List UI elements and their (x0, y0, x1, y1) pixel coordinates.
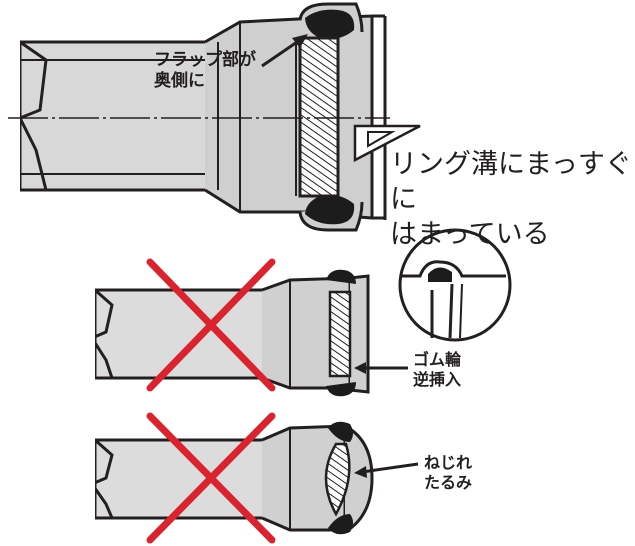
flap-label: フラップ部が 奥側に (154, 50, 256, 93)
wrong-cross-icon-2 (146, 412, 276, 544)
triangle-ruler (353, 124, 421, 163)
twisted-label-line1: ねじれ (424, 453, 473, 472)
correct-installation-figure (0, 2, 421, 232)
twisted-arrow (354, 462, 419, 478)
twisted-ring-figure (78, 412, 419, 544)
wrong-cross-icon (146, 258, 276, 392)
reversed-label-line1: ゴム輪 (413, 350, 462, 369)
flap-label-line1: フラップ部が (154, 50, 256, 70)
correct-label: リング溝にまっすぐに はまっている (390, 147, 635, 252)
reversed-label-line2: 逆挿入 (413, 370, 462, 389)
twisted-label-line2: たるみ (424, 473, 473, 492)
reversed-ring-figure (78, 228, 512, 397)
rubber-ring (295, 9, 355, 225)
flap-arrow (261, 34, 308, 68)
detail-magnifier (398, 228, 512, 342)
twisted-label: ねじれ たるみ (424, 453, 472, 493)
reversed-label: ゴム輪 逆挿入 (413, 350, 461, 390)
correct-label-line2: はまっている (390, 219, 550, 251)
correct-label-line1: リング溝にまっすぐに (390, 149, 632, 216)
reversed-arrow (354, 362, 408, 374)
flap-label-line2: 奥側に (154, 71, 205, 92)
